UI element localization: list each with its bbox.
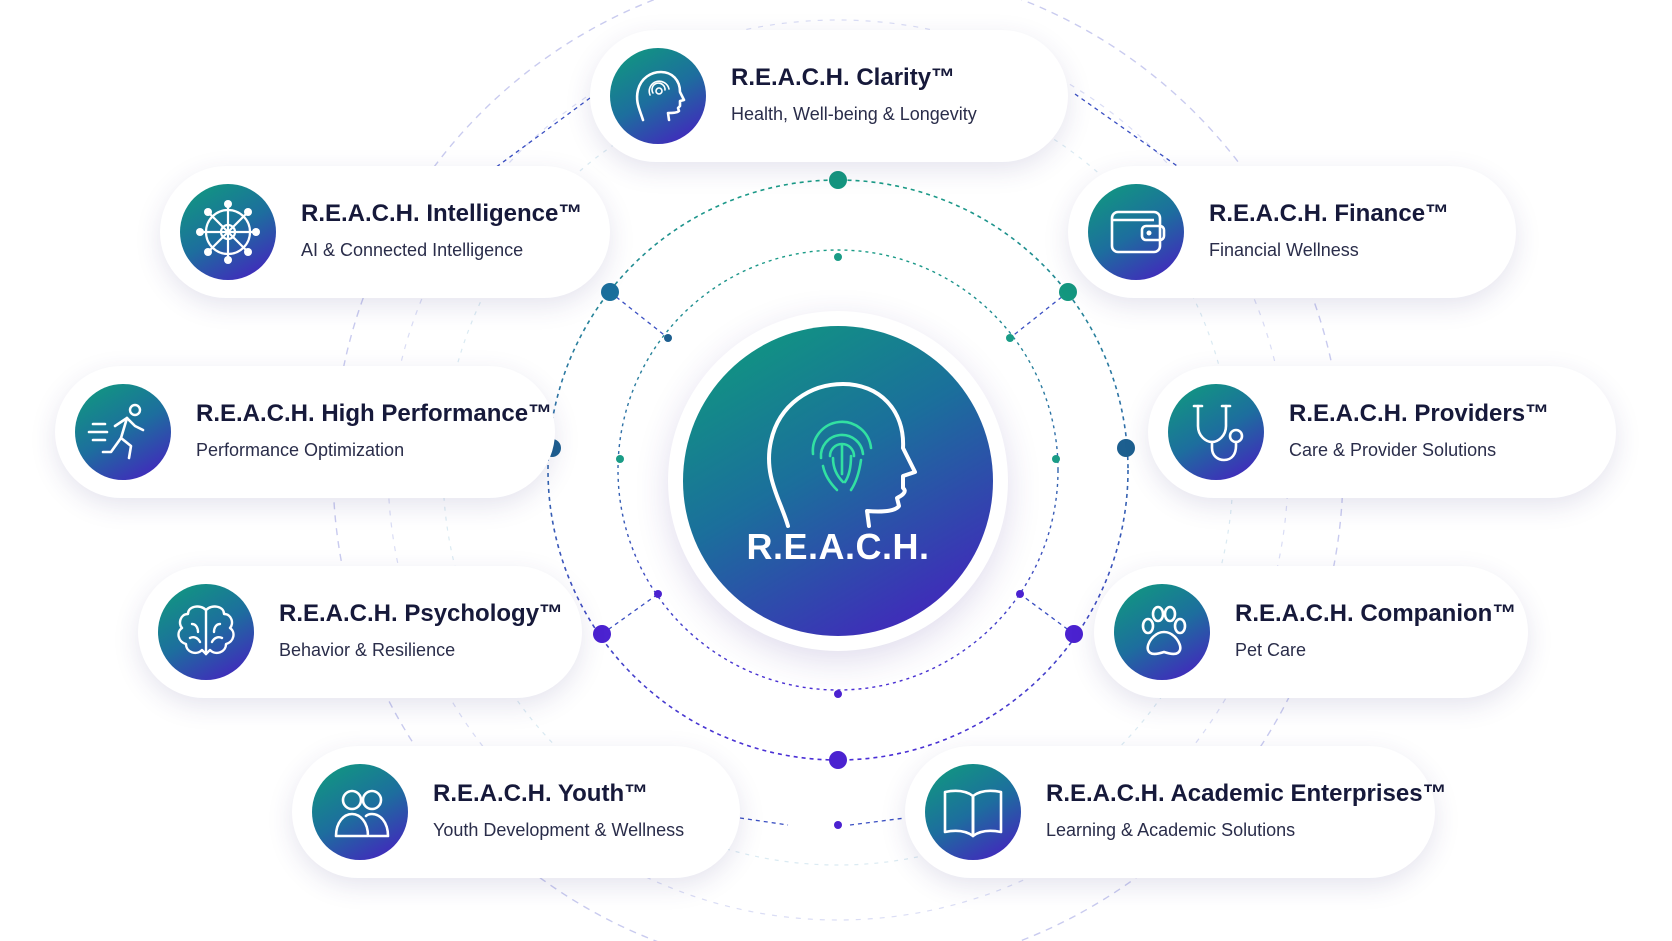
- card-clarity[interactable]: R.E.A.C.H. Clarity™ Health, Well-being &…: [590, 30, 1068, 162]
- card-clarity-title: R.E.A.C.H. Clarity™: [731, 64, 956, 91]
- node-bottom-connector: [834, 821, 842, 829]
- node-inner-left: [616, 455, 624, 463]
- node-lower-left: [593, 625, 611, 643]
- node-upper-right: [1059, 283, 1077, 301]
- card-academic[interactable]: R.E.A.C.H. Academic Enterprises™ Learnin…: [905, 746, 1447, 878]
- card-intelligence[interactable]: R.E.A.C.H. Intelligence™ AI & Connected …: [160, 166, 610, 298]
- fingerprint-head-icon: [635, 70, 686, 122]
- card-companion-subtitle: Pet Care: [1235, 640, 1307, 660]
- card-providers-subtitle: Care & Provider Solutions: [1289, 440, 1497, 460]
- card-finance-subtitle: Financial Wellness: [1209, 240, 1359, 260]
- neural-network-icon: [196, 200, 260, 264]
- card-providers[interactable]: R.E.A.C.H. Providers™ Care & Provider So…: [1148, 366, 1616, 498]
- card-intelligence-subtitle: AI & Connected Intelligence: [301, 240, 524, 260]
- reach-hub: R.E.A.C.H.: [668, 311, 1008, 651]
- node-inner-upper-right: [1006, 334, 1014, 342]
- card-high-performance-title: R.E.A.C.H. High Performance™: [196, 400, 553, 427]
- card-youth-subtitle: Youth Development & Wellness: [433, 820, 685, 840]
- node-inner-right: [1052, 455, 1060, 463]
- middle-ring: [547, 179, 1129, 761]
- reach-hub-title: R.E.A.C.H.: [746, 526, 930, 567]
- card-intelligence-title: R.E.A.C.H. Intelligence™: [301, 200, 583, 227]
- node-lower-right: [1065, 625, 1083, 643]
- paw-icon: [1141, 605, 1187, 656]
- node-inner-upper-left: [664, 334, 672, 342]
- card-psychology[interactable]: R.E.A.C.H. Psychology™ Behavior & Resili…: [138, 566, 582, 698]
- card-clarity-subtitle: Health, Well-being & Longevity: [731, 104, 977, 124]
- stethoscope-icon: [1192, 404, 1244, 462]
- card-youth[interactable]: R.E.A.C.H. Youth™ Youth Development & We…: [292, 746, 740, 878]
- node-right: [1117, 439, 1135, 457]
- reach-hub-disc: R.E.A.C.H.: [683, 326, 993, 636]
- card-psychology-title: R.E.A.C.H. Psychology™: [279, 600, 564, 627]
- wallet-icon: [1110, 210, 1166, 254]
- card-psychology-subtitle: Behavior & Resilience: [279, 640, 456, 660]
- card-high-performance-subtitle: Performance Optimization: [196, 440, 405, 460]
- card-finance[interactable]: R.E.A.C.H. Finance™ Financial Wellness: [1068, 166, 1516, 298]
- card-youth-title: R.E.A.C.H. Youth™: [433, 780, 649, 807]
- card-finance-title: R.E.A.C.H. Finance™: [1209, 200, 1450, 227]
- connector-lines: [494, 93, 1181, 826]
- two-people-icon: [334, 789, 390, 838]
- node-inner-lower-left: [654, 590, 662, 598]
- card-companion[interactable]: R.E.A.C.H. Companion™ Pet Care: [1094, 566, 1528, 698]
- open-book-icon: [943, 789, 1003, 838]
- card-academic-title: R.E.A.C.H. Academic Enterprises™: [1046, 780, 1447, 807]
- card-high-performance[interactable]: R.E.A.C.H. High Performance™ Performance…: [55, 366, 555, 498]
- node-top: [829, 171, 847, 189]
- brain-icon: [177, 605, 235, 656]
- card-academic-subtitle: Learning & Academic Solutions: [1046, 820, 1296, 840]
- card-providers-title: R.E.A.C.H. Providers™: [1289, 400, 1550, 427]
- node-inner-lower-right: [1016, 590, 1024, 598]
- node-bottom: [829, 751, 847, 769]
- head-fingerprint-icon: [767, 382, 917, 528]
- card-companion-title: R.E.A.C.H. Companion™: [1235, 600, 1517, 627]
- node-inner-top: [834, 253, 842, 261]
- node-inner-bottom: [834, 690, 842, 698]
- running-person-icon: [87, 403, 145, 460]
- node-upper-left: [601, 283, 619, 301]
